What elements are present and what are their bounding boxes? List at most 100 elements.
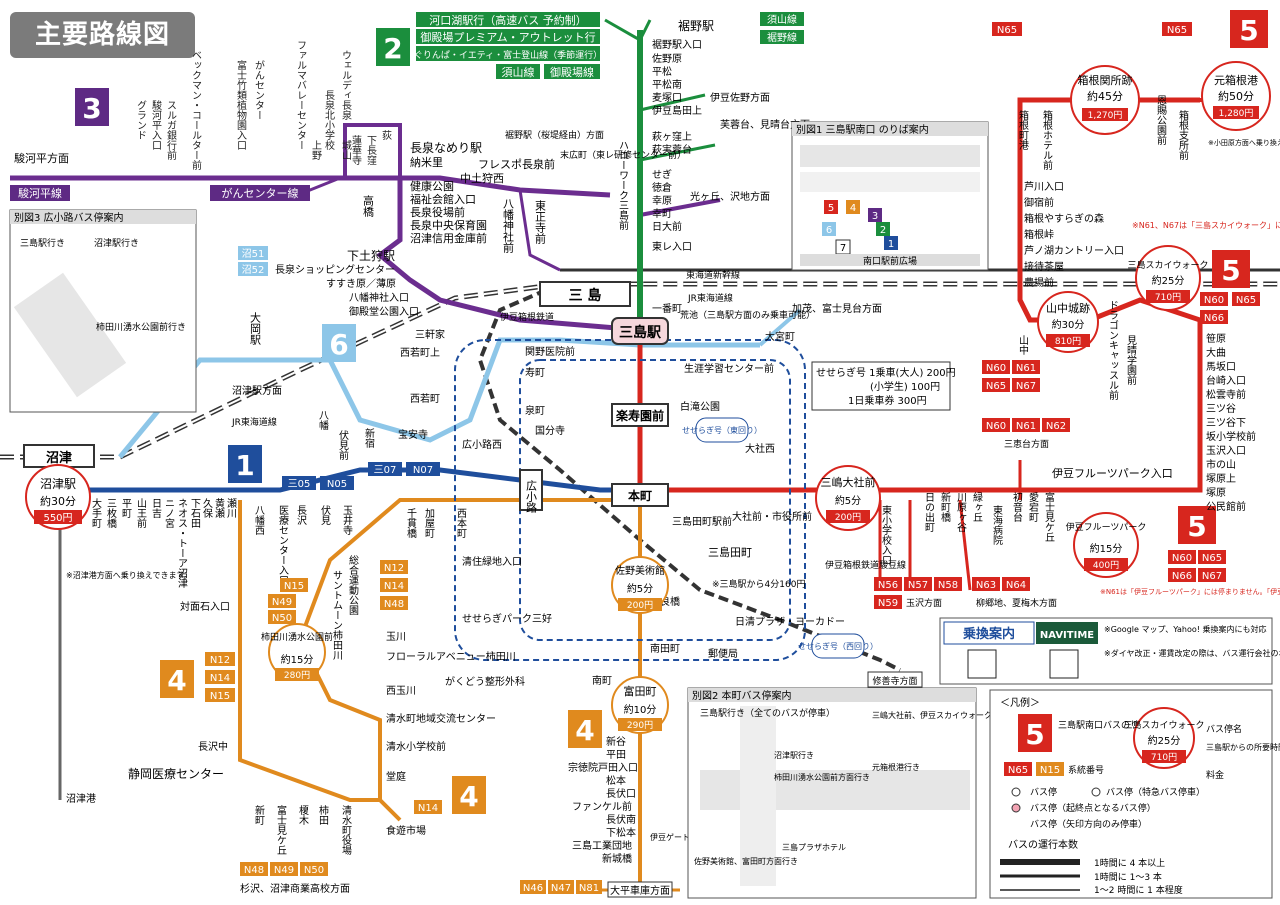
r4-code-2: N14: [384, 581, 404, 592]
r5-fruit-code2: N65: [1202, 553, 1222, 564]
r5-sky-code3: N66: [1204, 313, 1224, 324]
apps-note-1: ※Google マップ、Yahoo! 乗換案内にも対応: [1104, 624, 1267, 634]
susono-stop-7: 萩ヶ窪上: [652, 130, 692, 143]
sunzu-label: 伊豆箱根鉄道駿豆線: [825, 559, 906, 571]
r5-bot-6: 東海病院: [991, 504, 1003, 546]
r5-stop-hakone5: 箱根支所前: [1177, 109, 1189, 161]
route1-stop-1: 大手町: [90, 497, 102, 528]
r5-yamanaka: 山中城跡: [1046, 301, 1090, 315]
south-stop-8: 下松本: [606, 826, 636, 839]
route1-stop-14: 長沢: [295, 505, 307, 526]
r5-yanagi: 柳郷地、夏梅木方面: [976, 597, 1057, 609]
r5-mid-2: 御宿前: [1024, 196, 1054, 209]
r5-code-top2: N65: [1167, 25, 1187, 36]
route3-line-label: 駿河平線: [18, 186, 62, 200]
route2-destinations: 河口湖駅行（高速バス 予約制） 御殿場プレミアム・アウトレット行 ぐりんぱ・イエ…: [414, 12, 602, 79]
route2-number: 2: [383, 32, 402, 65]
r4-stop-7: 清水町地域交流センター: [386, 712, 496, 725]
center-stop-20: 郵便局: [708, 647, 738, 660]
route2-dest-4: 須山線: [502, 65, 535, 79]
route5-number: 5: [1239, 14, 1258, 47]
route6-labels: 沼51 沼52 長泉ショッピングセンター すすき原／薄原 八幡神社入口 御殿堂公…: [232, 246, 445, 405]
rakuju-label: 楽寿園前: [616, 408, 664, 423]
south-stop-5: 長伏口: [606, 787, 636, 800]
route6-stop-3: 八幡神社入口: [349, 291, 409, 304]
r5-right-11: 塚原上: [1206, 473, 1236, 485]
r5-mid-8: 山中: [1017, 335, 1029, 356]
svg-text:4: 4: [850, 203, 856, 214]
r5-mid-4: 箱根峠: [1024, 228, 1054, 241]
izu-hakone-label: 伊豆箱根鉄道: [500, 311, 554, 323]
jr-tokaido-label: JR東海道線: [687, 292, 733, 304]
center-stop-3: 泉町: [525, 404, 545, 417]
r5-code-top1: N65: [997, 25, 1017, 36]
r4-stop-15: 富士見ケ丘: [275, 804, 287, 855]
center-stop-14: 清住緑地入口: [462, 555, 522, 568]
r4-stop-10: 食遊市場: [386, 824, 426, 837]
south-stop-6: ファンケル前: [572, 800, 632, 813]
r4-stop-20: 沼津港: [66, 792, 96, 805]
susono-dest-3: 光ヶ丘、沢地方面: [690, 190, 770, 203]
r4-stop-14: 新町: [253, 804, 265, 825]
r5-bottom-stops: 東小学校入口 日の出町 新町橋 川原ヶ谷 緑ヶ丘 東海病院 初音台 愛宕町 富士…: [880, 491, 1055, 565]
route1-stop-6: ニノ宮: [163, 498, 175, 529]
r5-right-2: 大曲: [1206, 346, 1226, 359]
r5-bot-code3: N58: [938, 580, 958, 591]
map-title: 主要路線図: [10, 12, 195, 58]
jr-tokaido2-label: JR東海道線: [231, 416, 277, 428]
svg-text:N65: N65: [1008, 765, 1028, 776]
r4-stop-19: 杉沢、沼津商業高校方面: [240, 882, 350, 895]
center-stop-11: 荒池（三島駅方面のみ乗車可能）: [680, 309, 815, 321]
seseragi-info: せせらぎ号 1乗車(大人) 200円 (小学生) 100円 1日乗車券 300円…: [682, 361, 956, 659]
route3-stop-3: スルガ銀行前: [165, 100, 177, 161]
route6-stop-6: 西若町上: [400, 346, 440, 359]
r4-code-5: N49: [272, 597, 292, 608]
route3-stop-11: 蓮華寺: [350, 134, 362, 165]
susono-stop-11: 幸原: [652, 195, 672, 207]
trunk-stop-8: フレスポ長泉前: [478, 157, 555, 171]
route2-lines: [604, 18, 716, 330]
inset3-item-2: 沼津駅行き: [94, 237, 139, 249]
mishima-tamachi-label: 三島田町: [708, 545, 752, 559]
susono-label: 裾野駅: [678, 18, 714, 33]
r5-right-10: 市の山: [1206, 458, 1236, 471]
r5-right-5: 松雲寺前: [1206, 388, 1246, 401]
r5-sky-codes: N60 N65 N66 N60 N61 N65 N67 N60 N61 N62: [982, 292, 1260, 432]
inset2-item-1: 三島駅行き（全てのバスが停車）: [700, 707, 835, 719]
apps-box: 乗換案内 NAVITIME ※Google マップ、Yahoo! 乗換案内にも対…: [939, 617, 1280, 685]
center-stop-5: 広小路西: [462, 438, 502, 451]
inset3-item-1: 三島駅行き: [20, 237, 65, 249]
r5-bot-code6: N64: [1006, 580, 1026, 591]
r4-code-12: N50: [304, 865, 324, 876]
r5-right-stops: 笹原 大曲 馬坂口 台崎入口 松雲寺前 三ツ谷 三ツ谷下 坂小学校前 玉沢入口 …: [1206, 332, 1256, 513]
r5-right-3: 馬坂口: [1206, 361, 1236, 373]
route3-stop-12: 下長窪: [365, 135, 377, 165]
r5-taisha: 三嶋大社前: [821, 475, 876, 489]
route2-dest-1: 河口湖駅行（高速バス 予約制）: [429, 13, 587, 27]
center-stop-23: 加屋町: [423, 508, 435, 538]
route3-stop-13: 荻: [380, 130, 392, 141]
r4-code-11: N49: [274, 865, 294, 876]
center-stop-17: 南町: [592, 674, 612, 687]
sano-fare: 200円: [627, 600, 653, 611]
susono-stop-10: 徳倉: [652, 181, 672, 194]
r5-bot-3: 新町橋: [939, 491, 951, 523]
r5-bot-2: 日の出町: [923, 492, 935, 532]
route6-code-2: 沼52: [242, 263, 265, 276]
legend-title: ＜凡例＞: [1000, 696, 1040, 709]
route3-stop-8: 上野: [310, 140, 322, 160]
r5-fruit-code4: N67: [1202, 571, 1222, 582]
center-stops: 関野医院前 寿町 泉町 国分寺 広小路西 白滝公園 大社西 生涯学習センター前 …: [363, 302, 883, 688]
r5-mid-code2: N61: [1016, 421, 1036, 432]
susono-stop-2: 佐野原: [652, 53, 682, 65]
route3-stop-4: ベックマン・コールター前: [190, 50, 202, 171]
hellowork: ハローワーク三島前: [617, 140, 629, 231]
r4-code-10: N48: [244, 865, 264, 876]
shimotogari-label: 下土狩駅: [347, 248, 395, 263]
trunk-stop-4: 福祉会館入口: [410, 192, 476, 206]
r5-mid-9: 見晴学園前: [1125, 335, 1137, 386]
legend-sky: 三島スカイウォーク: [1123, 719, 1204, 731]
route-number-badges: 2 3 1 6 4 4 4 5 5 5: [75, 10, 1268, 814]
route1-stop-15: 八幡: [317, 410, 329, 431]
south-stop-11: 新城橋: [602, 852, 632, 865]
